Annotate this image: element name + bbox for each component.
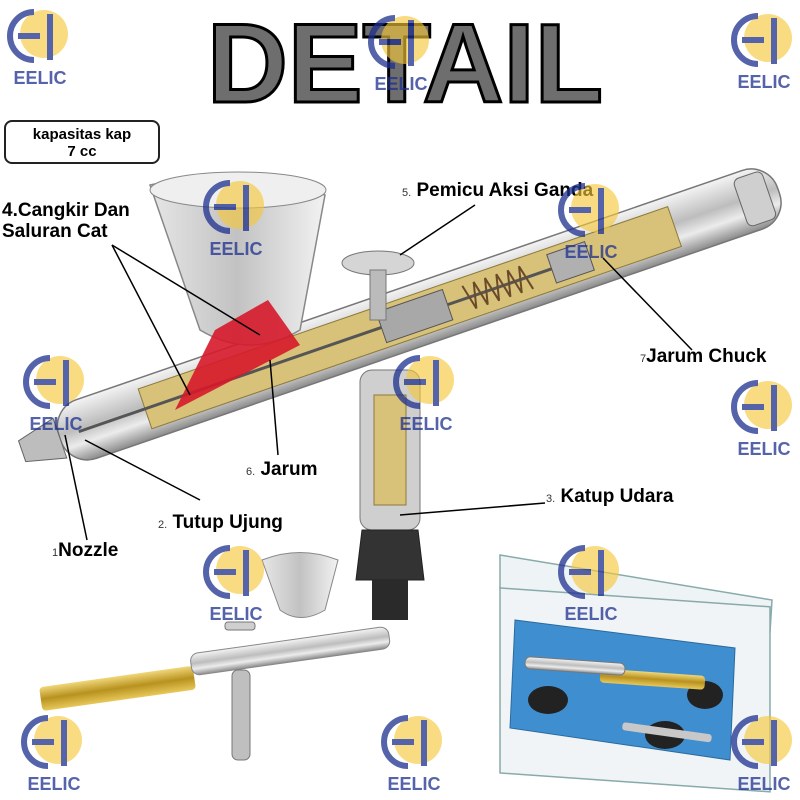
small-airbrush [39,552,391,761]
svg-text:EELIC: EELIC [27,774,80,794]
airbrush-body [17,168,782,463]
svg-text:EELIC: EELIC [209,604,262,624]
label-cup-line2: Saluran Cat [2,221,108,242]
label-cup-number: 4. [2,200,18,221]
svg-text:EELIC: EELIC [387,774,440,794]
label-nozzle-number: 1 [52,547,59,559]
label-needle-number: 6. [246,466,256,478]
air-valve [355,369,425,620]
paint-cup [149,171,327,410]
eelic-logo-watermark: EELIC [203,180,264,259]
label-cap-text: Tutup Ujung [172,512,283,533]
svg-text:EELIC: EELIC [564,604,617,624]
cup-capacity-line1: kapasitas kap [32,126,132,143]
label-cap: 2. Tutup Ujung [158,512,283,534]
label-chuck-number: 7 [640,353,647,365]
svg-text:EELIC: EELIC [13,68,66,88]
label-trigger: 5. Pemicu Aksi Ganda [402,180,593,202]
eelic-logo-watermark: EELIC [203,545,264,624]
needle-line [78,267,553,434]
label-nozzle-text: Nozzle [58,540,119,561]
label-needle-text: Jarum [260,459,318,480]
label-cap-number: 2. [158,519,168,531]
cup-capacity-line2: 7 cc [67,143,97,160]
label-valve-number: 3. [546,493,556,505]
callout-lines [64,204,693,541]
cup-capacity-badge: kapasitas kap 7 cc [4,120,160,164]
eelic-logo-watermark: EELIC [731,13,792,92]
label-valve-text: Katup Udara [560,486,674,507]
eelic-logo-watermark: EELIC [393,355,454,434]
label-needle: 6. Jarum [246,459,318,481]
label-chuck: 7Jarum Chuck [640,346,767,368]
eelic-logo-watermark: EELIC [731,380,792,459]
eelic-logo-watermark: EELIC [558,183,619,262]
label-valve: 3. Katup Udara [546,486,673,508]
label-cup: 4.Cangkir Dan Saluran Cat [2,200,130,242]
svg-text:EELIC: EELIC [29,414,82,434]
svg-text:EELIC: EELIC [564,242,617,262]
svg-text:EELIC: EELIC [737,72,790,92]
eelic-logo-watermark: EELIC [381,715,442,794]
eelic-logo-watermark: EELIC [368,15,429,94]
label-chuck-text: Jarum Chuck [646,346,767,367]
eelic-logo-watermark: EELIC [21,715,82,794]
eelic-logo-watermark: EELIC [558,545,619,624]
label-trigger-number: 5. [402,187,412,199]
svg-text:EELIC: EELIC [209,239,262,259]
eelic-logo-watermark: EELIC [731,715,792,794]
label-nozzle: 1Nozzle [52,540,118,562]
svg-text:EELIC: EELIC [737,774,790,794]
svg-text:EELIC: EELIC [374,74,427,94]
spring [461,265,534,310]
svg-text:EELIC: EELIC [737,439,790,459]
label-cup-line1: Cangkir Dan [17,200,130,221]
storage-case [499,554,773,793]
trigger [341,250,415,321]
label-trigger-text: Pemicu Aksi Ganda [416,180,594,201]
svg-text:EELIC: EELIC [399,414,452,434]
paint-channel [175,300,300,410]
eelic-logo-watermark: EELIC [7,9,68,88]
eelic-logo-watermark: EELIC [23,355,84,434]
